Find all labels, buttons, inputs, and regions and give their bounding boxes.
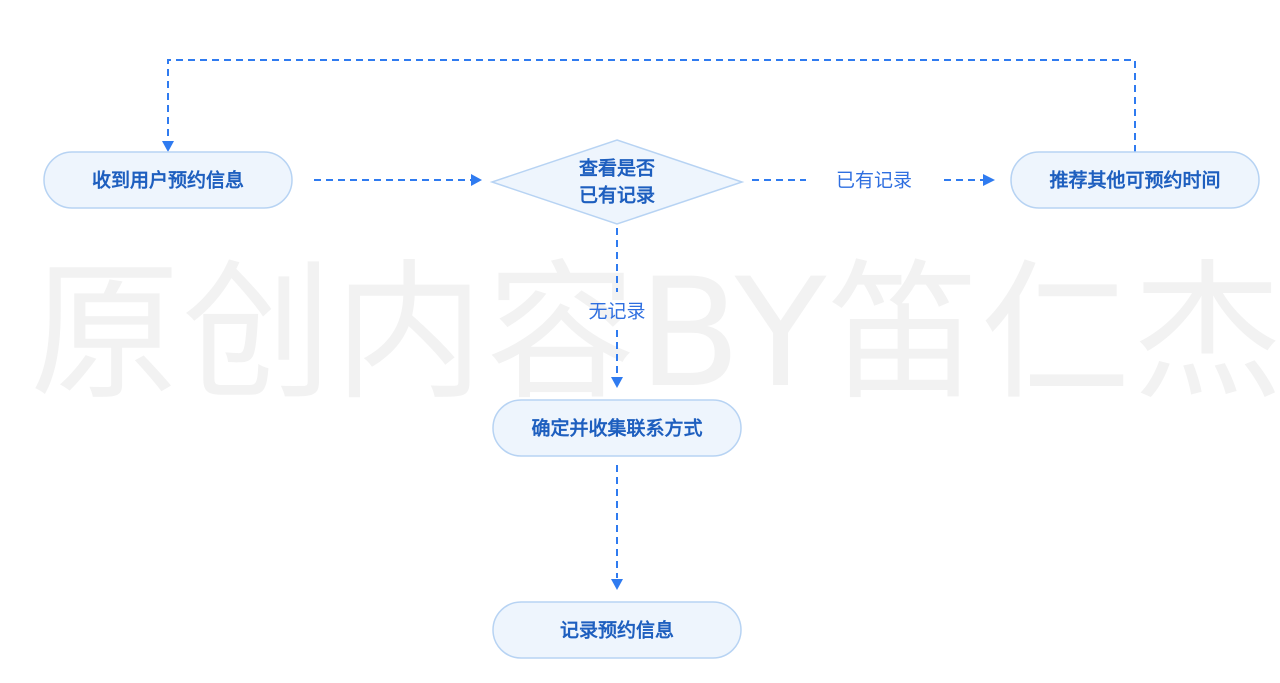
edge-recommend-to-receive [167,59,1136,152]
node-recommend-label: 推荐其他可预约时间 [1049,169,1220,192]
node-record: 记录预约信息 [492,601,742,659]
edge-label-no-record: 无记录 [588,301,645,323]
node-check-label-line1: 查看是否 [578,157,655,180]
node-check-label-line2: 已有记录 [579,184,655,207]
edge-label-has-record: 已有记录 [836,170,912,192]
node-confirm: 确定并收集联系方式 [492,399,742,457]
node-confirm-label: 确定并收集联系方式 [531,417,702,440]
edges [162,59,1136,590]
arrowhead-record [611,579,623,590]
node-receive-label: 收到用户预约信息 [92,169,244,192]
node-record-label: 记录预约信息 [560,619,674,642]
node-check-decision: 查看是否 已有记录 [489,139,745,225]
arrowhead-receive [162,141,174,152]
arrowhead-recommend [983,174,995,186]
watermark: 原创内容BY笛仁杰 [30,247,1280,421]
arrowhead-confirm [611,377,623,388]
node-recommend: 推荐其他可预约时间 [1010,151,1260,209]
node-receive: 收到用户预约信息 [43,151,293,209]
arrowhead-check [471,174,482,186]
